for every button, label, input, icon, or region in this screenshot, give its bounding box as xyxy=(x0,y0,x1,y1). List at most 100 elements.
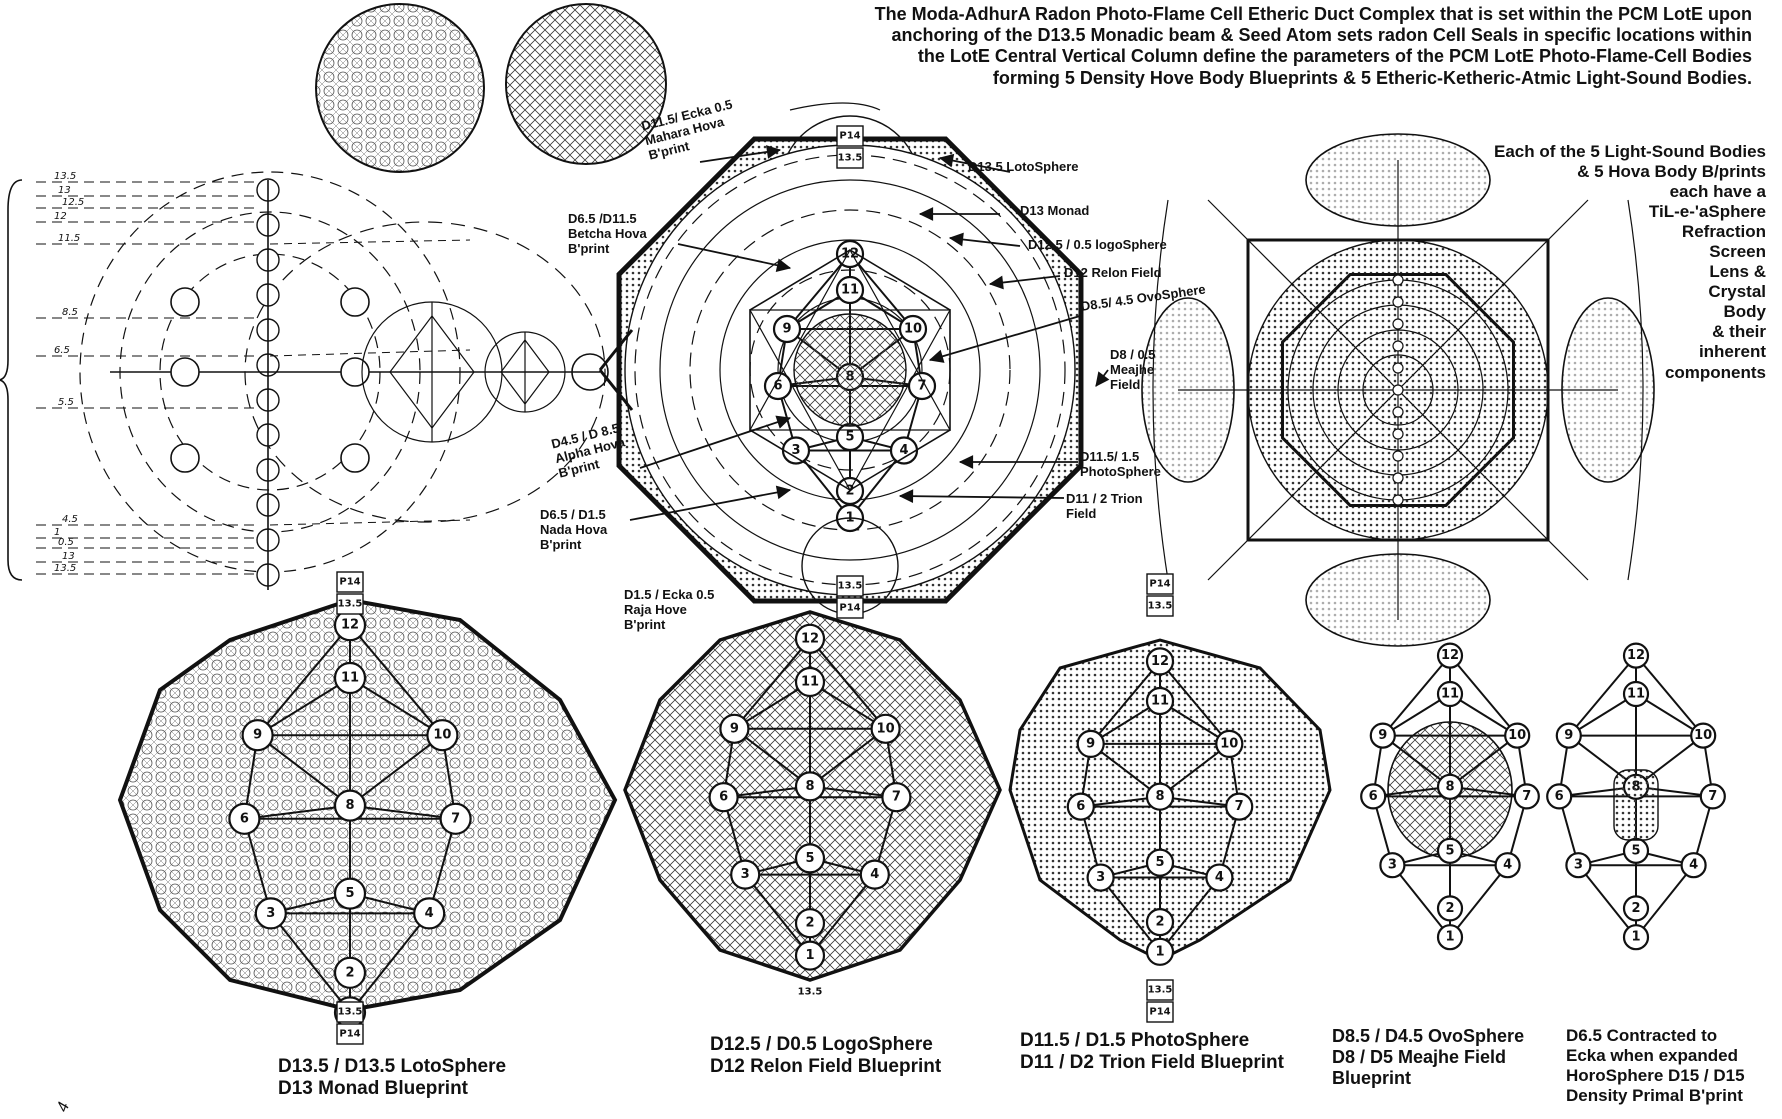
tree-node-number: 12 xyxy=(1627,648,1645,663)
tree-node-number: 7 xyxy=(1708,789,1717,804)
column-tag-label: P14 xyxy=(339,577,360,588)
tree-node-number: 6 xyxy=(719,790,728,805)
tree-node-number: 3 xyxy=(1574,858,1583,873)
tree-node-number: 5 xyxy=(1155,855,1164,870)
tree-node-number: 5 xyxy=(1445,843,1454,858)
tree-node-number: 4 xyxy=(870,867,879,882)
tree-node-number: 4 xyxy=(1689,858,1698,873)
scale-label: 12.5 xyxy=(62,197,84,208)
side-node xyxy=(341,358,369,386)
tree-node-number: 12 xyxy=(1151,654,1169,669)
core-mesh-circle xyxy=(794,314,906,426)
column-tag-label: P14 xyxy=(1149,579,1170,590)
tree-node-number: 7 xyxy=(892,790,901,805)
tree-node-number: 12 xyxy=(801,631,819,646)
tree-node-number: 11 xyxy=(341,671,359,686)
tree-node-number: 4 xyxy=(425,906,434,921)
tree-node-number: 7 xyxy=(1235,799,1244,814)
tree-node-number: 8 xyxy=(345,798,354,813)
refraction-node xyxy=(1393,451,1403,461)
scale-label: 5.5 xyxy=(58,397,74,408)
column-tag-label: 13.5 xyxy=(1148,601,1173,612)
tree-node-number: 11 xyxy=(1627,687,1645,702)
tree-node-number: 8 xyxy=(1155,789,1164,804)
caption-horosphere: D6.5 Contracted to Ecka when expanded Ho… xyxy=(1566,1026,1745,1106)
tree-node-number: 2 xyxy=(345,965,354,980)
bottom-blueprints-group: 123456789101112P1413.513.5P1412345678910… xyxy=(120,572,1725,1044)
scale-brace xyxy=(0,180,22,580)
scale-label: 6.5 xyxy=(54,345,70,356)
top-spheres-group xyxy=(316,4,666,172)
label-d12-5-logosphere: D12.5 / 0.5 logoSphere xyxy=(1028,238,1167,253)
tree-node-number: 9 xyxy=(730,721,739,736)
tree-node-number: 9 xyxy=(1564,728,1573,743)
tree-node-number: 6 xyxy=(1555,789,1564,804)
tree-node-number: 9 xyxy=(253,728,262,743)
ovosphere-tree: 123456789101112 xyxy=(1361,644,1539,950)
tree-node-number: 2 xyxy=(805,916,814,931)
column-tag-label: 13.5 xyxy=(838,153,863,164)
column-tag-label: 13.5 xyxy=(338,1007,363,1018)
scale-label: 11.5 xyxy=(58,233,80,244)
label-d1-5-raja-hove: D1.5 / Ecka 0.5 Raja Hove B'print xyxy=(624,588,714,633)
refraction-node xyxy=(1393,429,1403,439)
tree-node-number: 6 xyxy=(1076,799,1085,814)
tree-node-number: 5 xyxy=(345,886,354,901)
scale-label: 13.5 xyxy=(54,171,76,182)
caption-logosphere: D12.5 / D0.5 LogoSphere D12 Relon Field … xyxy=(710,1034,941,1079)
tree-node-number: 4 xyxy=(1503,858,1512,873)
tree-node-number: 12 xyxy=(341,618,359,633)
column-tag-label: P14 xyxy=(839,603,860,614)
caption-photosphere: D11.5 / D1.5 PhotoSphere D11 / D2 Trion … xyxy=(1020,1030,1284,1075)
tree-node-number: 11 xyxy=(1151,694,1169,709)
tree-node-number: 1 xyxy=(1155,944,1164,959)
label-arrowhead xyxy=(1096,372,1108,386)
label-d11-5-photosphere: D11.5/ 1.5 PhotoSphere xyxy=(1080,450,1161,480)
tree-node-number: 8 xyxy=(805,779,814,794)
scale-label: 13 xyxy=(62,551,75,562)
refraction-node xyxy=(1393,495,1403,505)
tree-node-number: 8 xyxy=(1445,779,1454,794)
column-tag-label: 13.5 xyxy=(838,581,863,592)
label-d6-5-nada-hova: D6.5 / D1.5 Nada Hova B'print xyxy=(540,508,607,553)
scale-label: 13 xyxy=(58,185,71,196)
caption-lotosphere: D13.5 / D13.5 LotoSphere D13 Monad Bluep… xyxy=(278,1056,506,1101)
tree-node-number: 3 xyxy=(1388,858,1397,873)
tree-node-number: 10 xyxy=(877,721,895,736)
tree-node-number: 5 xyxy=(845,430,854,445)
tree-node-number: 4 xyxy=(1215,870,1224,885)
tree-node-number: 11 xyxy=(801,675,819,690)
tree-node-number: 2 xyxy=(1631,901,1640,916)
tree-node-number: 10 xyxy=(433,728,451,743)
tree-node-number: 6 xyxy=(240,811,249,826)
refraction-node xyxy=(1393,385,1403,395)
label-d13-5-lotosphere: D13.5 LotoSphere xyxy=(968,160,1079,175)
refraction-node xyxy=(1393,407,1403,417)
lotosphere-ball-left xyxy=(316,4,484,172)
scale-label: 13.5 xyxy=(54,563,76,574)
label-d12-relon-field: D12 Relon Field xyxy=(1064,266,1162,281)
top-arc xyxy=(790,103,880,110)
column-tag-label: P14 xyxy=(1149,1007,1170,1018)
tree-node-number: 7 xyxy=(1522,789,1531,804)
tree-node-number: 10 xyxy=(1694,728,1712,743)
tree-node-number: 6 xyxy=(1369,789,1378,804)
tree-node-number: 11 xyxy=(1441,687,1459,702)
tree-node-number: 1 xyxy=(1631,930,1640,945)
guide-dash xyxy=(270,240,470,244)
tree-node-number: 1 xyxy=(1445,930,1454,945)
tree-node-number: 2 xyxy=(1445,901,1454,916)
tree-node-number: 5 xyxy=(805,851,814,866)
scale-label: 4.5 xyxy=(62,514,78,525)
column-tag-label: P14 xyxy=(339,1029,360,1040)
left-tree-diagram: 13.51312.51211.58.56.55.54.510.51313.5 xyxy=(0,171,608,590)
guide-dash xyxy=(270,520,470,525)
side-description: Each of the 5 Light-Sound Bodies & 5 Hov… xyxy=(1396,142,1766,383)
tree-node-number: 5 xyxy=(1631,843,1640,858)
label-d8-meajhe-field: D8 / 0.5 Meajhe Field xyxy=(1110,348,1156,393)
tree-node-number: 10 xyxy=(904,322,922,337)
logosphere-ball-right xyxy=(506,4,666,164)
refraction-node xyxy=(1393,473,1403,483)
